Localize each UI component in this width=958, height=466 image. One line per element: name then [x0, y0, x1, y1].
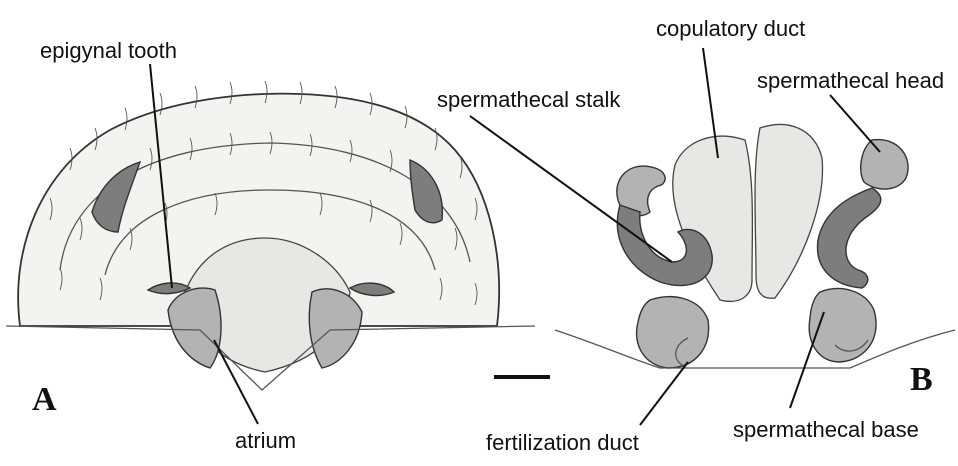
right-spermathecal-stalk [818, 188, 881, 288]
right-spermathecal-head [861, 140, 908, 190]
label-epigynal-tooth: epigynal tooth [40, 38, 177, 63]
label-spermathecal-base: spermathecal base [733, 417, 919, 442]
leader-fertilization-duct [640, 362, 688, 425]
panel-label-a: A [32, 381, 57, 418]
label-fertilization-duct: fertilization duct [486, 430, 639, 455]
panel-a-drawing [6, 81, 535, 390]
label-atrium: atrium [235, 428, 296, 453]
panel-label-b: B [910, 361, 933, 398]
left-sclerite [168, 288, 221, 368]
panel-b-drawing [555, 125, 955, 368]
label-spermathecal-stalk: spermathecal stalk [437, 87, 621, 112]
left-spermathecal-base [637, 297, 709, 368]
label-copulatory-duct: copulatory duct [656, 16, 805, 41]
leader-spermathecal-head [830, 95, 880, 152]
leader-spermathecal-base [790, 312, 824, 408]
panel-b-baseline [555, 330, 955, 368]
label-spermathecal-head: spermathecal head [757, 68, 944, 93]
right-copulatory-duct [755, 125, 822, 299]
right-sclerite [309, 289, 362, 368]
